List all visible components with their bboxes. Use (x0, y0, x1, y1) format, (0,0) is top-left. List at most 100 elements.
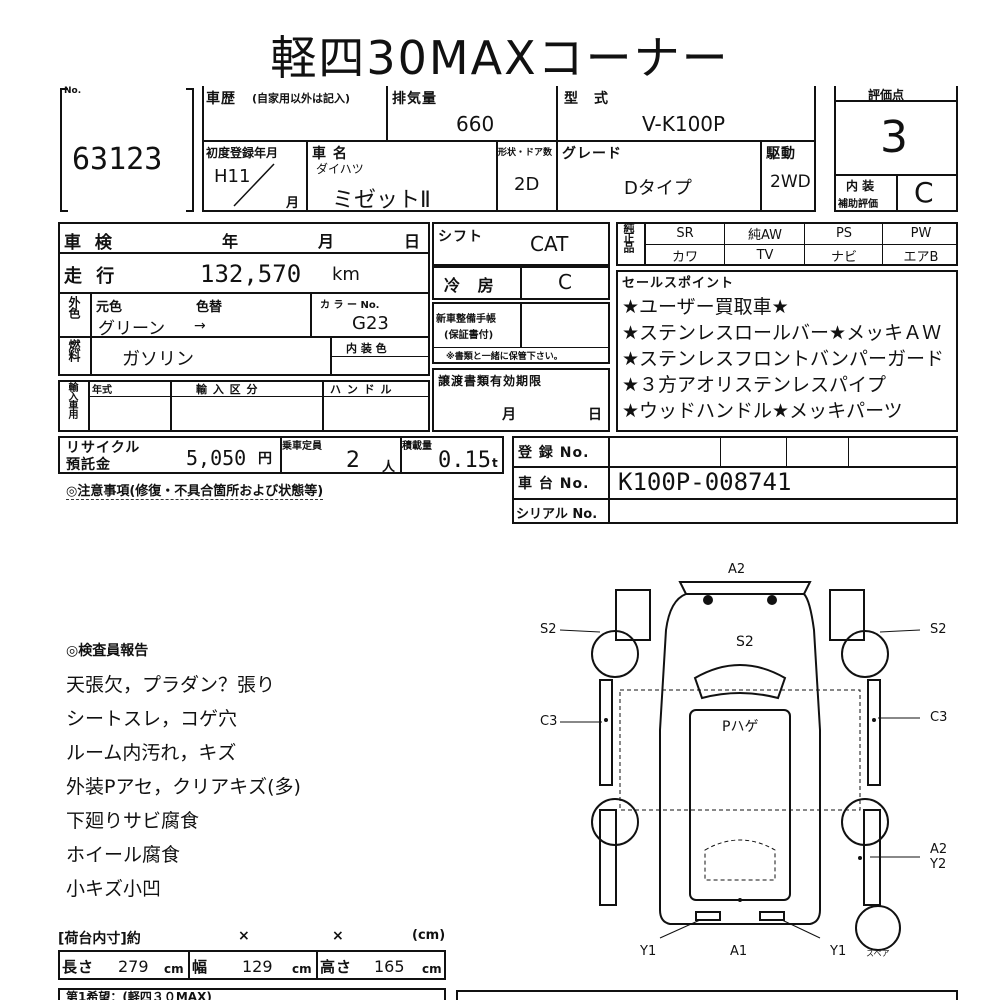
cargo-height-label: 高さ (320, 958, 353, 976)
sales-point-2: ★ステンレスロールバー★メッキＡＷ (622, 322, 942, 344)
mark-right-mid (872, 718, 876, 722)
first-reg-slash (233, 163, 275, 207)
diagram-roof-label: S2 (736, 634, 754, 650)
docs-expiry-day: 日 (588, 407, 603, 423)
color-orig-label: 元色 (96, 300, 123, 315)
cargo-height: 165 (374, 957, 405, 976)
diagram-right-mid-label: C3 (930, 710, 948, 725)
equipment-bottom-2: TV (756, 247, 774, 263)
sales-point-4: ★３方アオリステンレスパイプ (622, 374, 887, 396)
inspector-item-3: ルーム内汚れ，キズ (66, 742, 237, 764)
shift-value: CAT (530, 232, 569, 256)
chassis-value: K100P-008741 (618, 468, 792, 496)
sales-point-3: ★ステンレスフロントバンパーガード (622, 348, 944, 370)
displacement-label: 排気量 (392, 91, 437, 107)
load-value: 0.15 (438, 448, 491, 473)
truck-body (659, 593, 821, 925)
wheel-rear-left (591, 798, 639, 846)
inspector-item-2: シートスレ，コゲ穴 (66, 708, 238, 730)
diagram-right-rear-label-2: Y2 (930, 857, 947, 872)
capacity-value: 2 (346, 448, 360, 473)
mileage-unit: km (332, 264, 360, 285)
sales-points-box (616, 270, 958, 432)
tail-light-right (759, 911, 785, 921)
equipment-top-2: 純AW (747, 228, 783, 243)
score-value: 3 (880, 112, 908, 163)
bottom-right-box (456, 990, 958, 1000)
inspector-item-6: ホイール腐食 (66, 844, 181, 866)
grade-label: グレード (562, 146, 622, 162)
color-orig-value: グリーン (98, 319, 166, 339)
chassis-label: 車 台 No. (518, 476, 590, 492)
grade-value: Dタイプ (624, 178, 692, 199)
first-reg-month-label: 月 (286, 196, 300, 211)
inspector-item-5: 下廻りサビ腐食 (66, 810, 200, 832)
color-change-label: 色替 (196, 300, 223, 315)
inspection-day-label: 日 (404, 232, 422, 251)
inspection-month-label: 月 (318, 232, 336, 251)
sales-point-5: ★ウッドハンドル★メッキパーツ (622, 400, 903, 422)
lot-bracket-left (60, 88, 68, 212)
import-box (58, 380, 430, 432)
color-side-label: 外色 (67, 296, 81, 318)
inspector-report-label: ◎検査員報告 (66, 643, 149, 659)
import-side-label: 輸入車用 (66, 382, 77, 418)
cargo-length-unit: cm (164, 962, 184, 976)
recycle-unit: 円 (258, 451, 272, 467)
bottom-note: 第1希望：(軽四３０MAX) (66, 990, 212, 1000)
doors-label: 形状・ドア数 (498, 148, 553, 158)
headlight-left (703, 595, 713, 605)
cargo-width: 129 (242, 957, 273, 976)
first-reg-year: H11 (214, 166, 251, 187)
ac-label: 冷 房 (444, 276, 500, 295)
shift-label: シフト (438, 229, 483, 245)
cargo-x2: × (332, 928, 344, 944)
leader-bottom-left (659, 919, 701, 939)
cargo-width-unit: cm (292, 962, 312, 976)
cargo-height-unit: cm (422, 962, 442, 976)
leader-left-top (559, 629, 601, 633)
fuel-label: 燃料 (67, 339, 81, 361)
lot-label: No. (64, 86, 82, 96)
diagram-right-top-label: S2 (930, 622, 947, 637)
mileage-value: 132,570 (200, 260, 302, 288)
docs-expiry-box (432, 368, 610, 432)
car-name-label: 車 名 (312, 146, 348, 162)
import-handle-label: ハ ン ド ル (330, 383, 393, 396)
lot-bracket-right (186, 88, 194, 212)
diagram-right-rear-label-1: A2 (930, 842, 948, 857)
car-damage-diagram (559, 581, 921, 951)
right-front-panel (829, 589, 865, 641)
diagram-left-mid-label: C3 (540, 714, 558, 729)
manual-label-1: 新車整備手帳 (436, 314, 496, 325)
notes-label: ◎注意事項(修復・不具合箇所および状態等) (66, 480, 324, 500)
diagram-bottom-right-label: Y1 (830, 944, 847, 959)
history-label: 車歴 (206, 91, 236, 107)
load-unit: t (492, 456, 498, 470)
rear-dashed (704, 839, 776, 881)
interior-label-1: 内 装 (846, 179, 875, 193)
docs-expiry-month: 月 (502, 407, 517, 423)
model-value: V-K100P (642, 112, 726, 136)
left-side-panel (599, 679, 613, 786)
equipment-side-label: 純正品 (622, 222, 635, 252)
diagram-bed-label: Pハゲ (722, 719, 759, 735)
equipment-top-3: PS (835, 226, 853, 241)
leader-right-top (879, 629, 921, 633)
inspection-year-label: 年 (222, 232, 240, 251)
inspector-item-1: 天張欠，プラダン？張り (66, 674, 276, 696)
right-rear-panel (863, 809, 881, 906)
mark-left-mid (604, 718, 608, 722)
page-title: 軽四30MAXコーナー (270, 31, 730, 85)
right-side-panel (867, 679, 881, 786)
sales-point-1: ★ユーザー買取車★ (622, 296, 789, 318)
reg-no-label: 登 録 No. (518, 445, 590, 461)
docs-expiry-label: 譲渡書類有効期限 (438, 374, 543, 388)
equipment-bottom-4: エアB (903, 249, 939, 265)
capacity-label: 乗車定員 (282, 441, 322, 452)
wheel-rear-right (841, 798, 889, 846)
drive-value: 2WD (770, 172, 811, 192)
leader-bottom-right (781, 919, 821, 939)
diagram-bottom-left-label: Y1 (640, 944, 657, 959)
interior-color-label: 内 装 色 (346, 342, 387, 355)
